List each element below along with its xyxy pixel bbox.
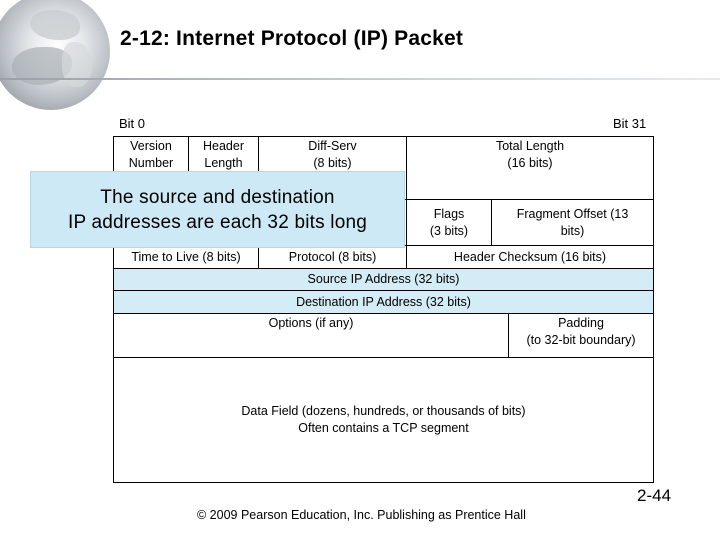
- ttl-field: Time to Live (8 bits): [113, 245, 259, 269]
- header-checksum-field: Header Checksum (16 bits): [406, 245, 654, 269]
- source-ip-field: Source IP Address (32 bits): [113, 268, 654, 291]
- callout-box: The source and destination IP addresses …: [30, 171, 405, 248]
- total-length-field: Total Length(16 bits): [406, 136, 654, 200]
- flags-field: Flags(3 bits): [406, 199, 492, 246]
- copyright-footer: © 2009 Pearson Education, Inc. Publishin…: [197, 508, 526, 522]
- padding-field: Padding(to 32-bit boundary): [508, 313, 654, 358]
- page-number: 2-44: [637, 486, 671, 506]
- destination-ip-field: Destination IP Address (32 bits): [113, 290, 654, 314]
- options-field: Options (if any): [113, 313, 509, 358]
- title-divider: [0, 78, 720, 80]
- data-field: Data Field (dozens, hundreds, or thousan…: [113, 357, 654, 483]
- slide-title: 2-12: Internet Protocol (IP) Packet: [120, 27, 463, 51]
- protocol-field: Protocol (8 bits): [258, 245, 407, 269]
- globe-logo: [0, 0, 110, 110]
- bit-0-label: Bit 0: [119, 116, 145, 131]
- bit-31-label: Bit 31: [613, 116, 646, 131]
